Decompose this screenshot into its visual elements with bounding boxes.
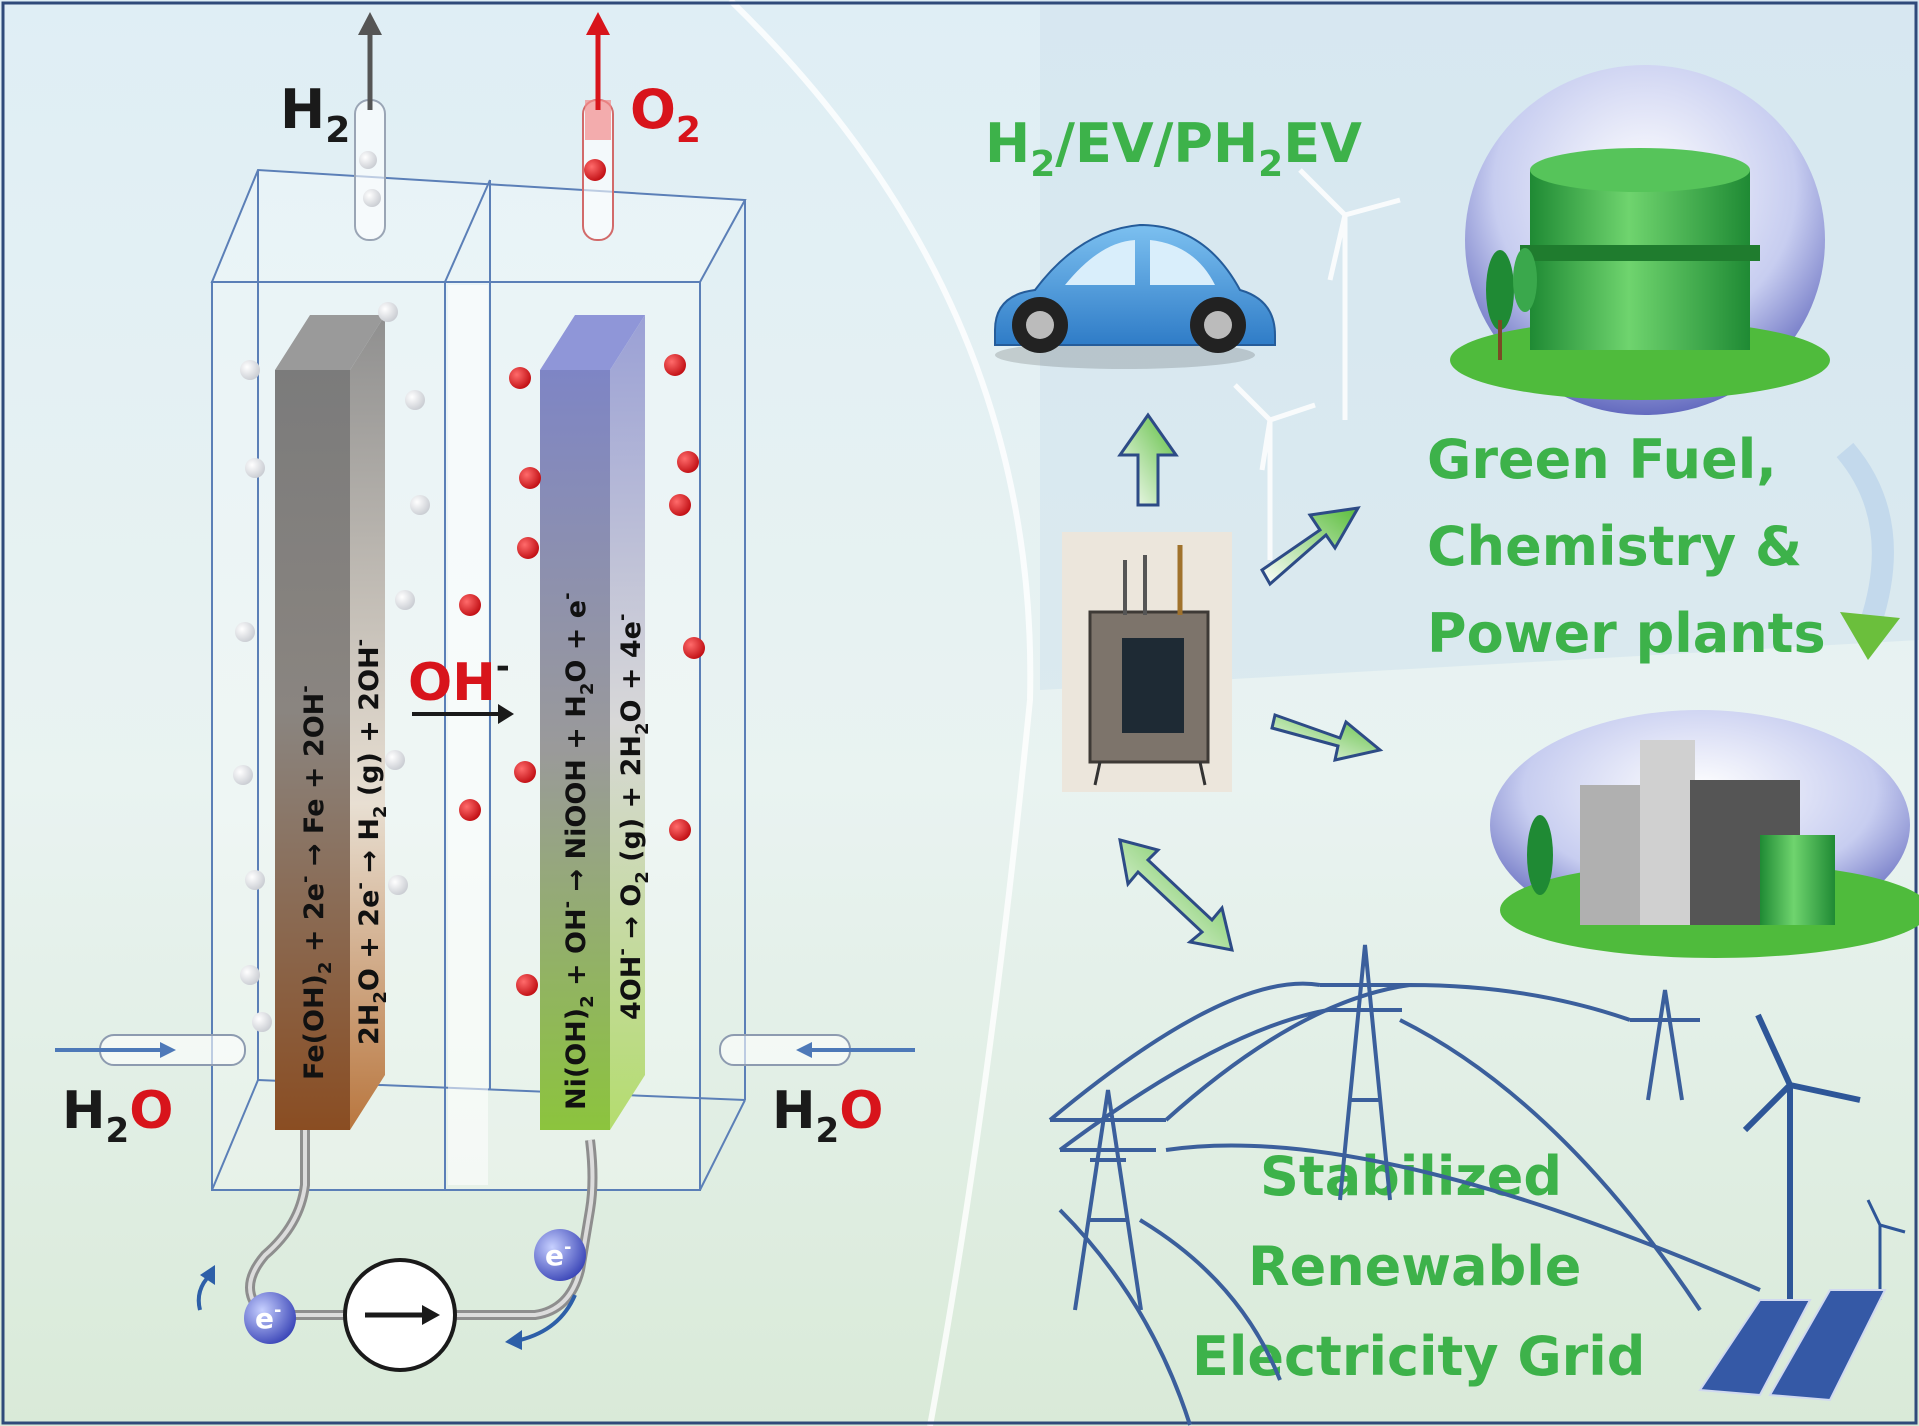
separator-membrane [448, 285, 488, 1185]
arrow-to-fuel-plants [1260, 506, 1361, 587]
fe-reaction-inner: 2H2O + 2e- → H2 (g) + 2OH- [350, 639, 391, 1045]
water-label-left: H2O [62, 1081, 173, 1151]
arrow-to-power-plant [1270, 713, 1384, 762]
h2-outlet-tube [354, 12, 386, 241]
svg-text:e-: e- [545, 1237, 571, 1272]
h2-label: H2 [280, 78, 350, 151]
arrow-bidirectional-grid [1118, 837, 1234, 952]
svg-text:Chemistry &: Chemistry & [1427, 515, 1802, 578]
wind-turbines [1742, 1013, 1906, 1320]
ni-electrode: Ni(OH)2 + OH- → NiOOH + H2O + e- 4OH- → … [540, 315, 653, 1130]
svg-text:Electricity Grid: Electricity Grid [1192, 1325, 1645, 1388]
ni-reaction-outer: Ni(OH)2 + OH- → NiOOH + H2O + e- [557, 592, 598, 1110]
svg-text:e-: e- [255, 1300, 281, 1335]
electrolysis-cell: H2 O2 Fe(OH)2 + 2e- → Fe + 2OH- 2H2O + 2… [55, 12, 915, 1372]
curved-divider [727, 0, 1034, 1426]
arrow-to-car [1117, 412, 1179, 507]
hydrogen-bubbles [233, 302, 430, 1032]
water-inlet-right [719, 1034, 915, 1066]
svg-text:Renewable: Renewable [1248, 1235, 1581, 1298]
fe-electrode: Fe(OH)2 + 2e- → Fe + 2OH- 2H2O + 2e- → H… [275, 315, 391, 1130]
o2-label: O2 [630, 78, 701, 151]
mobility-label: H2/EV/PH2EV [985, 112, 1362, 185]
svg-text:Green Fuel,: Green Fuel, [1427, 428, 1777, 491]
oxygen-bubbles [459, 354, 705, 996]
hydroxide-ion-label: OH- [408, 647, 510, 713]
fuel-chemistry-label: Green Fuel, Chemistry & Power plants [1427, 428, 1826, 665]
car-icon [994, 223, 1276, 369]
o2-outlet-tube [582, 12, 614, 241]
ion-flow-arrow [412, 704, 514, 724]
fe-reaction-outer: Fe(OH)2 + 2e- → Fe + 2OH- [295, 685, 336, 1080]
electrolyser-photo [1062, 532, 1232, 792]
transmission-pylons [1048, 944, 1761, 1426]
solar-panels [1698, 1289, 1887, 1402]
faint-windmills-background [1233, 168, 1401, 560]
ni-reaction-inner: 4OH- → O2 (g) + 2H2O + 4e- [612, 614, 653, 1020]
grid-label: Stabilized Renewable Electricity Grid [1192, 1145, 1645, 1388]
water-label-right: H2O [772, 1081, 883, 1151]
cycle-arrow [1836, 442, 1900, 660]
electron-left: e- [244, 1292, 296, 1344]
svg-text:Power plants: Power plants [1427, 602, 1826, 665]
power-plant-icon [1490, 710, 1919, 958]
water-inlet-left [55, 1034, 246, 1066]
electron-right: e- [534, 1229, 586, 1281]
green-fuel-plant-icon [1450, 65, 1830, 415]
